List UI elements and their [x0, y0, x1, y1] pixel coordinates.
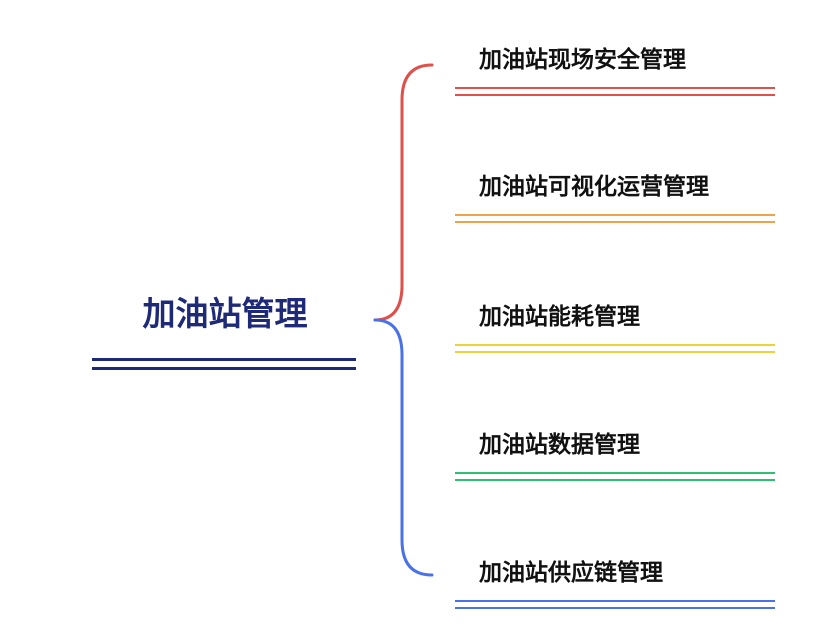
branch-underline	[455, 472, 775, 482]
branch-underline-top	[455, 472, 775, 474]
branch-underline-bottom	[455, 351, 775, 353]
branch-underline-top	[455, 600, 775, 602]
branch-underline-bottom	[455, 221, 775, 223]
branch-underline-bottom	[455, 94, 775, 96]
bracket-upper-curve	[373, 63, 434, 322]
branch-label: 加油站数据管理	[479, 432, 640, 458]
branch-underline	[455, 600, 775, 610]
branch-label: 加油站供应链管理	[479, 560, 663, 586]
branch-underline	[455, 87, 775, 97]
bracket-lower-curve	[373, 318, 434, 577]
branch-underline	[455, 214, 775, 224]
root-underline-top	[92, 358, 356, 361]
root-underline-bottom	[92, 367, 356, 370]
branch-label: 加油站可视化运营管理	[479, 174, 709, 200]
branch-underline-bottom	[455, 479, 775, 481]
root-node-label: 加油站管理	[142, 294, 308, 333]
branch-underline-bottom	[455, 607, 775, 609]
branch-label: 加油站现场安全管理	[479, 47, 686, 73]
branch-label: 加油站能耗管理	[479, 304, 640, 330]
root-node-underline	[92, 358, 356, 370]
branch-underline-top	[455, 214, 775, 216]
branch-underline-top	[455, 344, 775, 346]
branch-underline	[455, 344, 775, 354]
branch-underline-top	[455, 87, 775, 89]
